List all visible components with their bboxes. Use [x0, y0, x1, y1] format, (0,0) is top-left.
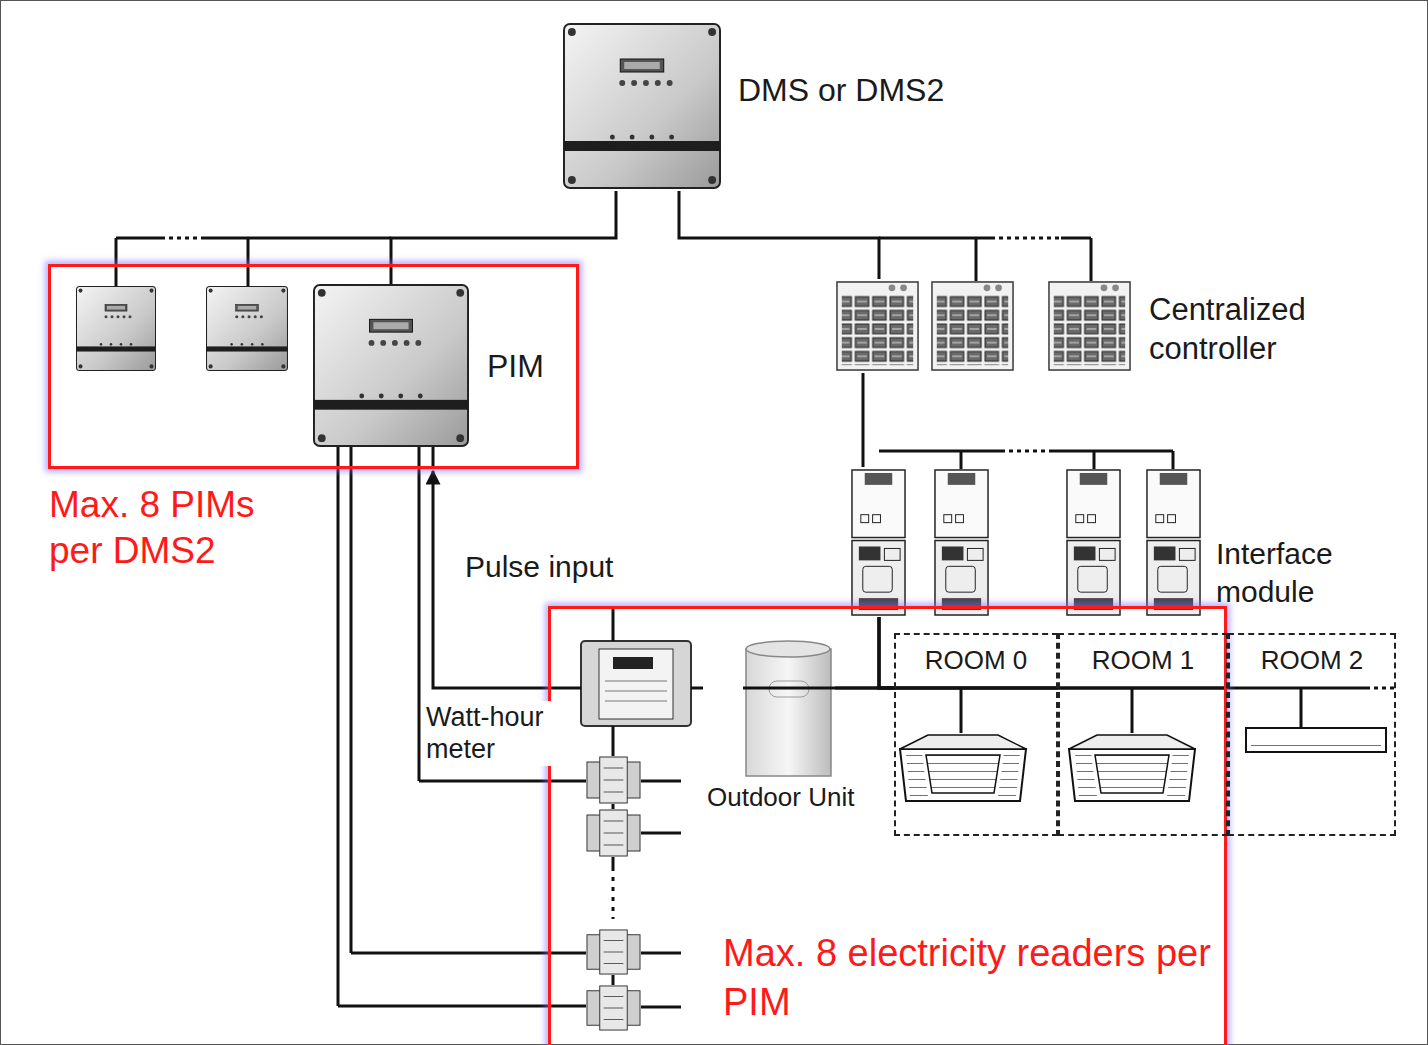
node-label: ROOM 2 — [1230, 645, 1394, 676]
node-label: PIM — [487, 347, 544, 385]
node-label: ROOM 1 — [1060, 645, 1226, 676]
connector — [879, 617, 1058, 688]
outdoor-unit: Outdoor Unit — [743, 639, 835, 779]
room: ROOM 0 — [894, 633, 1058, 836]
node-label: Max. 8 electricity readers per PIM — [723, 929, 1223, 1028]
node-label: ROOM 0 — [896, 645, 1056, 676]
connector — [679, 191, 879, 279]
connector — [862, 373, 865, 467]
connector — [391, 191, 616, 264]
node-label: DMS or DMS2 — [738, 71, 944, 109]
node-label: Outdoor Unit — [707, 782, 854, 813]
callout-note: Max. 8 PIMs per DMS2 — [49, 482, 299, 575]
room: ROOM 2 — [1228, 633, 1396, 836]
part-label: Watt-hour meter — [426, 701, 556, 766]
connector — [879, 617, 894, 688]
controller-group: Centralized controller — [833, 279, 1338, 373]
interface-group: Interface module — [849, 467, 1364, 617]
room: ROOM 1 — [1058, 633, 1228, 836]
dms-unit: DMS or DMS2 — [561, 21, 961, 191]
connector — [743, 687, 1227, 690]
node-label: Centralized controller — [1149, 291, 1334, 369]
node-label: Interface module — [1216, 535, 1361, 610]
connector — [835, 687, 894, 690]
connector — [879, 617, 1228, 688]
edge-label: Pulse input — [463, 549, 615, 585]
pim-group: PIMMax. 8 PIMs per DMS2 — [48, 264, 579, 469]
